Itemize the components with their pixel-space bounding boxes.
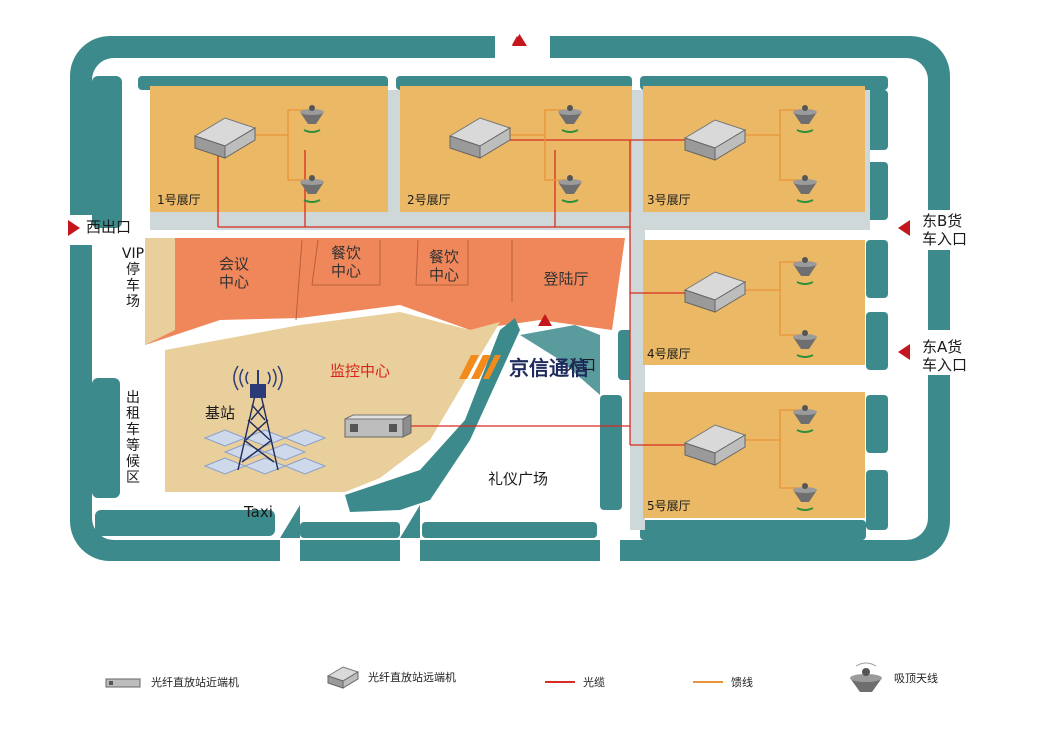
antenna-icon [558,175,582,203]
remote-unit-hall1 [193,117,257,159]
legend-fiber-label: 光缆 [583,676,605,689]
corridor-vertical [630,90,645,530]
hall-1-label: 1号展厅 [157,193,201,207]
remote-unit-hall4 [683,271,747,313]
base-station-label: 基站 [205,404,236,422]
feeder-cables [255,109,800,489]
east-b-entrance-label: 东B货 车入口 [922,212,968,248]
antenna-icon [300,105,324,133]
teal-wedge [345,318,520,512]
base-station-tower [203,365,327,475]
legend-far-end: 光纤直放站远端机 [326,664,456,690]
legend-feeder: 馈线 [693,674,753,690]
feeder-line-icon [693,681,723,683]
east-b-arrow-icon [898,220,910,236]
east-a-arrow-icon [898,344,910,360]
legend-antenna-label: 吸顶天线 [894,672,938,685]
taxi-wait-label: 出 租 车 等 候 区 [126,390,140,487]
vip-parking-label: VIP 停 车 场 [121,246,145,311]
signal-waves-icon [233,365,283,391]
ceiling-antenna-icon [850,662,882,692]
hall-2-label: 2号展厅 [407,193,451,207]
far-end-unit-icon [326,666,360,689]
hall-4-label: 4号展厅 [647,347,691,361]
antenna-icon [793,257,817,285]
main-entrance-arrow-icon [538,314,552,326]
dining-center-1-label: 餐饮 中心 [330,244,361,280]
west-exit-arrow-icon [68,220,80,236]
teal-wedge-right [520,325,600,395]
legend-near-end-label: 光纤直放站近端机 [151,676,239,689]
remote-units [193,117,747,466]
hall-3 [643,86,865,212]
antenna-icon [793,405,817,433]
west-exit-label: 西出口 [86,218,132,236]
antenna-icon [793,330,817,358]
legend-fiber: 光缆 [545,674,605,690]
legend-antenna: 吸顶天线 [846,660,938,696]
antenna-icon [793,105,817,133]
legend-near-end: 光纤直放站近端机 [105,674,239,690]
near-end-unit-icon [105,678,141,688]
hall-5-label: 5号展厅 [647,499,691,513]
remote-unit-hall3 [683,119,747,161]
legend-far-end-label: 光纤直放站远端机 [368,671,456,684]
dining-center-2-label: 餐饮 中心 [428,248,459,284]
fiber-cables [217,139,690,446]
plaza-label: 礼仪广场 [488,470,549,488]
teal-blocks [92,76,888,540]
legend: 光纤直放站近端机 光纤直放站远端机 光缆 馈线 吸顶天线 [0,662,1037,704]
main-entrance-label: 入口 [566,356,597,374]
ceiling-antennas [300,105,817,511]
brand-logo: 京信通信 [455,352,589,381]
hall-4 [643,240,865,365]
antenna-icon [558,105,582,133]
taxi-label: Taxi [244,503,273,521]
brand-logo-icon [459,354,501,379]
meeting-center-label: 会议 中心 [218,255,249,291]
remote-unit-hall2 [448,117,512,159]
legend-feeder-label: 馈线 [731,676,753,689]
hall-3-label: 3号展厅 [647,193,691,207]
near-end-unit [344,414,412,438]
hall-1 [150,86,388,212]
antenna-icon [793,175,817,203]
east-a-entrance-label: 东A货 车入口 [922,338,968,374]
hall-2 [400,86,632,212]
service-strip [145,238,625,345]
direction-arrows [68,34,910,360]
monitoring-center-label: 监控中心 [330,362,391,380]
remote-unit-hall5 [683,424,747,466]
antenna-icon [300,175,324,203]
hall-5 [643,392,865,518]
antenna-icon [793,483,817,511]
exhibition-halls [150,86,865,518]
fiber-line-icon [545,681,575,683]
boarding-hall-label: 登陆厅 [543,270,589,288]
brand-name: 京信通信 [509,356,589,380]
